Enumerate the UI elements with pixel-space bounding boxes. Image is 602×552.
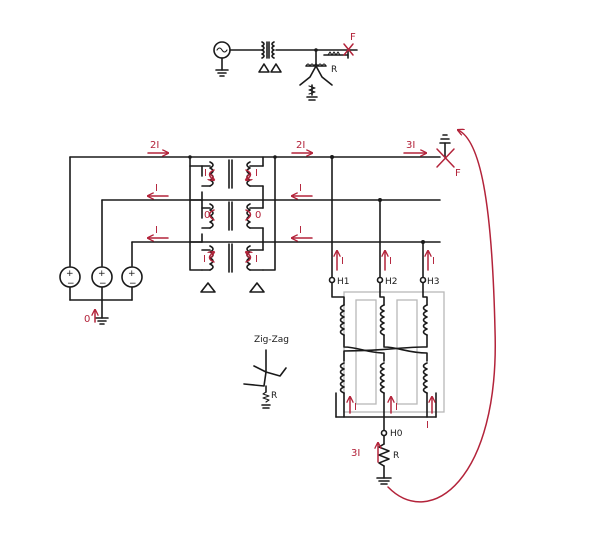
source-a-icon: + − [59,266,81,289]
ground-icon [376,477,392,485]
transformer-icon [261,41,275,59]
zigzag-resistor-label: R [271,391,277,401]
ground-source-current: 0 [84,314,90,325]
ground-icon [215,69,229,77]
zigzag-taps: H1 H2 H3 I I I [328,156,440,287]
delta-delta-transformer: I I 0 0 I I [189,156,276,293]
current-bot-left: I [155,225,158,236]
zigzag-title: Zig-Zag [254,335,289,345]
current-bot-right: I [299,225,302,236]
zigzag-coil-3b [422,362,428,394]
one-line-fault-label: F [350,32,356,43]
fault-point: F [436,134,461,179]
current-up-h3: I [432,256,435,267]
neutral-grounding: H0 R 3I [351,416,403,485]
svg-text:+: + [98,269,106,279]
bus-current-arrows: 2I 2I 3I I I I I [148,140,426,238]
winding-current-3-right: I [255,254,258,265]
current-fault-feed: 3I [406,140,415,151]
svg-text:−: − [99,279,107,289]
zigzag-symbol: Zig-Zag R [243,335,289,409]
delta-icon [249,282,265,293]
winding-current-1-right: I [255,168,258,179]
zigzag-coil-2a [379,304,385,336]
current-coil-1: I [354,402,357,413]
current-mid-right: I [299,183,302,194]
current-neutral: 3I [351,448,360,459]
transformer-core [343,291,445,413]
delta-icon [270,63,282,73]
winding-current-3-left: I [203,254,206,265]
current-mid-left: I [155,183,158,194]
grounding-resistor-icon [378,443,390,467]
winding-current-1-left: I [204,168,207,179]
grounding-resistor-label: R [393,451,399,461]
zigzag-coil-1b [339,362,345,394]
current-up-h1: I [341,256,344,267]
terminal-h3: H3 [427,277,440,287]
winding-current-2-left: 0 [204,210,210,221]
delta-icon [258,63,270,73]
fault-label: F [455,168,461,179]
terminal-h0: H0 [390,429,403,439]
current-coil-3: I [426,420,429,431]
sine-icon [216,47,228,53]
ground-return-path [387,130,496,503]
zigzag-transformer: I I I [331,282,445,431]
terminal-h2: H2 [385,277,398,287]
current-coil-2: I [395,402,398,413]
ground-icon [95,317,109,325]
zigzag-coil-1a [339,304,345,336]
source-c-icon: + − [121,266,143,289]
zigzag-coil-3a [422,304,428,336]
zigzag-coil-2b [379,362,385,394]
svg-text:+: + [66,269,74,279]
current-up-h2: I [389,256,392,267]
one-line-diagram: R F [213,32,358,101]
delta-icon [200,282,216,293]
source-b-icon: + − [91,266,113,289]
phase-sources: + − + − + − 0 [59,266,143,325]
one-line-resistor-label: R [331,65,337,75]
svg-text:+: + [128,269,136,279]
svg-text:−: − [67,279,75,289]
terminal-h1: H1 [337,277,350,287]
fault-x-icon [343,43,354,56]
svg-text:−: − [129,279,137,289]
three-phase-buses [69,155,441,267]
current-top-right: 2I [296,140,305,151]
current-top-left: 2I [150,140,159,151]
winding-current-2-right: 0 [255,210,261,221]
